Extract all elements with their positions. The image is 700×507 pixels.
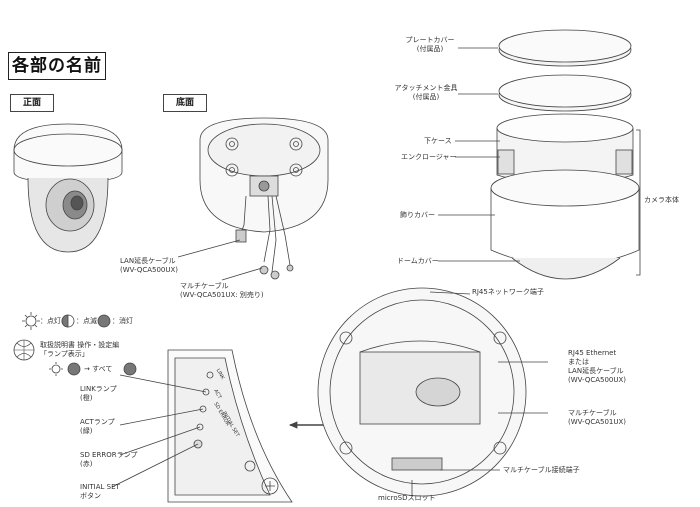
label-lan-cable: LAN延長ケーブル (WV-QCA500UX) xyxy=(120,257,178,275)
label-microsd: microSDスロット xyxy=(378,494,436,502)
bottom-view-tag: 底面 xyxy=(163,94,207,112)
label-multi-cable-detail: マルチケーブル (WV-QCA501UX) xyxy=(568,409,626,427)
exploded-view xyxy=(490,29,640,280)
plate-cover-note: (付属品) xyxy=(416,45,444,53)
initial-set-text2: ボタン xyxy=(80,492,101,500)
sd-lamp-text: SD ERRORランプ xyxy=(80,451,138,459)
leader-lan xyxy=(177,239,241,258)
label-rj45-port: RJ45ネットワーク端子 xyxy=(472,288,544,296)
label-plate-cover: プレートカバー (付属品) xyxy=(403,36,457,54)
label-enclosure: エンクロージャー xyxy=(401,153,457,161)
legend-off: ：消灯 xyxy=(112,317,133,325)
legend-icons xyxy=(13,312,137,376)
front-view-camera xyxy=(13,123,123,253)
board-detail xyxy=(167,349,293,503)
legend-all-arrow: → すべて xyxy=(84,365,113,373)
label-multi-port: マルチケーブル接続端子 xyxy=(503,466,580,474)
manual-line2: 「ランプ表示」 xyxy=(40,350,89,358)
rj45-lan-model: (WV-QCA500UX) xyxy=(568,376,627,384)
bottom-view-camera xyxy=(199,117,329,280)
label-rj45-ethernet: RJ45 Ethernet または LAN延長ケーブル (WV-QCA500UX… xyxy=(568,349,626,385)
label-decor-cover: 飾りカバー xyxy=(400,211,435,219)
label-sd-lamp: SD ERRORランプ (赤) xyxy=(80,451,137,469)
inside-view xyxy=(317,287,527,497)
multi-detail-text: マルチケーブル xyxy=(568,409,617,417)
page-title: 各部の名前 xyxy=(8,52,106,80)
multi-detail-model: (WV-QCA501UX) xyxy=(568,418,627,426)
label-camera-body: カメラ本体 xyxy=(644,196,679,204)
label-dome-cover: ドームカバー xyxy=(397,257,439,265)
sd-lamp-color: (赤) xyxy=(80,460,93,468)
act-lamp-text: ACTランプ xyxy=(80,418,115,426)
legend-on: ：点灯 xyxy=(40,317,61,325)
link-lamp-color: (橙) xyxy=(80,394,93,402)
act-lamp-color: (緑) xyxy=(80,427,93,435)
label-lower-case: 下ケース xyxy=(424,137,452,145)
label-multi-cable: マルチケーブル (WV-QCA501UX: 別売り) xyxy=(180,282,264,300)
lan-cable-model: (WV-QCA500UX) xyxy=(120,266,179,274)
attachment-text: アタッチメント金具 xyxy=(394,84,458,92)
leader-multi xyxy=(221,267,263,281)
plate-cover-text: プレートカバー xyxy=(405,36,455,44)
multi-cable-text: マルチケーブル xyxy=(180,282,229,290)
attachment-note: (付属品) xyxy=(412,93,440,101)
multi-cable-model: (WV-QCA501UX: 別売り) xyxy=(180,291,264,299)
front-view-tag: 正面 xyxy=(10,94,54,112)
lan-cable-text: LAN延長ケーブル xyxy=(120,257,176,265)
label-act-lamp: ACTランプ (緑) xyxy=(80,418,115,436)
manual-line1: 取扱説明書 操作・設定編 xyxy=(40,341,120,349)
rj45-or-text: または xyxy=(568,358,589,366)
legend-blink: ：点滅 xyxy=(76,317,97,325)
rj45-lan-text: LAN延長ケーブル xyxy=(568,367,624,375)
label-link-lamp: LINKランプ (橙) xyxy=(80,385,117,403)
initial-set-text: INITIAL SET xyxy=(80,483,120,491)
link-lamp-text: LINKランプ xyxy=(80,385,117,393)
manual-ref: 取扱説明書 操作・設定編 「ランプ表示」 xyxy=(40,341,119,359)
label-attachment: アタッチメント金具 (付属品) xyxy=(393,84,459,102)
label-initial-set: INITIAL SET ボタン xyxy=(80,483,120,501)
rj45-eth-text: RJ45 Ethernet xyxy=(568,349,617,357)
